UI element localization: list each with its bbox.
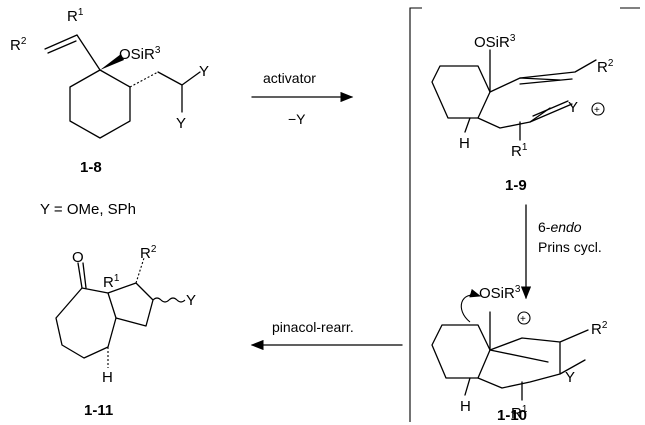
compound-id-1-9: 1-9 — [505, 177, 527, 194]
compound-1-8: R2 R1 OSiR3 Y Y 1-8 Y = OMe, SPh — [10, 7, 209, 218]
step1-above-label: activator — [263, 70, 316, 86]
r2-label-1-11: R2 — [140, 244, 157, 262]
y-label-upper: Y — [199, 63, 209, 80]
svg-text:+: + — [594, 105, 600, 116]
alkene-bonds — [519, 59, 597, 85]
bracket-line — [409, 7, 422, 422]
osi-label-1-10: OSiR3 — [479, 284, 521, 302]
step1-below-label: −Y — [288, 111, 306, 127]
cyclohexane-ring — [69, 69, 131, 139]
step-activator: activator −Y — [251, 70, 354, 127]
r1-label: R1 — [67, 7, 84, 25]
step2-line2: Prins cycl. — [538, 239, 602, 255]
step3-label: pinacol-rearr. — [272, 319, 354, 335]
curved-arrow — [460, 288, 482, 323]
r1-label-1-10: R1 — [511, 404, 528, 422]
wavy-bond-y — [152, 297, 186, 303]
r2-label: R2 — [10, 36, 27, 54]
positive-charge-1-9 — [591, 102, 605, 116]
r1-label-1-11: R1 — [103, 273, 120, 291]
y-label-1-10: Y — [565, 369, 575, 386]
carbonyl-bond — [77, 262, 87, 289]
o-label: O — [72, 249, 84, 266]
wedge-bond — [100, 54, 124, 70]
ring-fusion — [477, 311, 589, 389]
r2-label-1-9: R2 — [597, 58, 614, 76]
h-label-1-10: H — [460, 398, 471, 415]
intermediate-bracket — [409, 7, 640, 422]
r1-label-1-9: R1 — [511, 142, 528, 160]
h-label-1-9: H — [459, 135, 470, 152]
osi-label: OSiR3 — [119, 45, 161, 63]
vinyl-bond — [76, 34, 101, 71]
step-pinacol: pinacol-rearr. — [250, 319, 403, 351]
hashed-bond — [129, 71, 159, 88]
compound-1-9: OSiR3 R2 Y + H R1 1-9 — [431, 33, 614, 194]
r2-label-1-10: R2 — [591, 320, 608, 338]
y-label-1-11: Y — [186, 292, 196, 309]
compound-id-1-11: 1-11 — [84, 402, 113, 419]
ring-fusion — [477, 49, 561, 129]
y-label-lower: Y — [176, 115, 186, 132]
positive-charge-1-10 — [517, 311, 531, 325]
compound-1-10: OSiR3 + R2 Y H R1 1-10 — [431, 284, 608, 422]
compound-id-1-10-label: 1-10 — [497, 407, 527, 424]
y-definition: Y = OMe, SPh — [40, 201, 136, 218]
compound-id-1-8: 1-8 — [80, 159, 102, 176]
double-bond — [44, 34, 78, 54]
migration-bond — [489, 349, 549, 363]
svg-text:+: + — [520, 314, 526, 325]
cycloheptane-ring — [55, 287, 117, 359]
h-label-1-11: H — [102, 369, 113, 386]
y-label-1-9: Y — [568, 99, 578, 116]
step2-line1: 6-endo — [538, 219, 582, 235]
step-prins: 6-endo Prins cycl. — [520, 204, 602, 300]
cyclopentane-ring — [107, 282, 154, 327]
oxocarbenium-bond — [529, 100, 573, 123]
compound-1-11: O R1 R2 Y H 1-11 — [55, 244, 196, 419]
ring-skeleton — [431, 65, 491, 119]
side-chain — [157, 71, 201, 113]
osi-label-1-9: OSiR3 — [474, 33, 516, 51]
ring-skeleton — [431, 324, 491, 379]
hashed-bond-r2 — [135, 257, 145, 284]
